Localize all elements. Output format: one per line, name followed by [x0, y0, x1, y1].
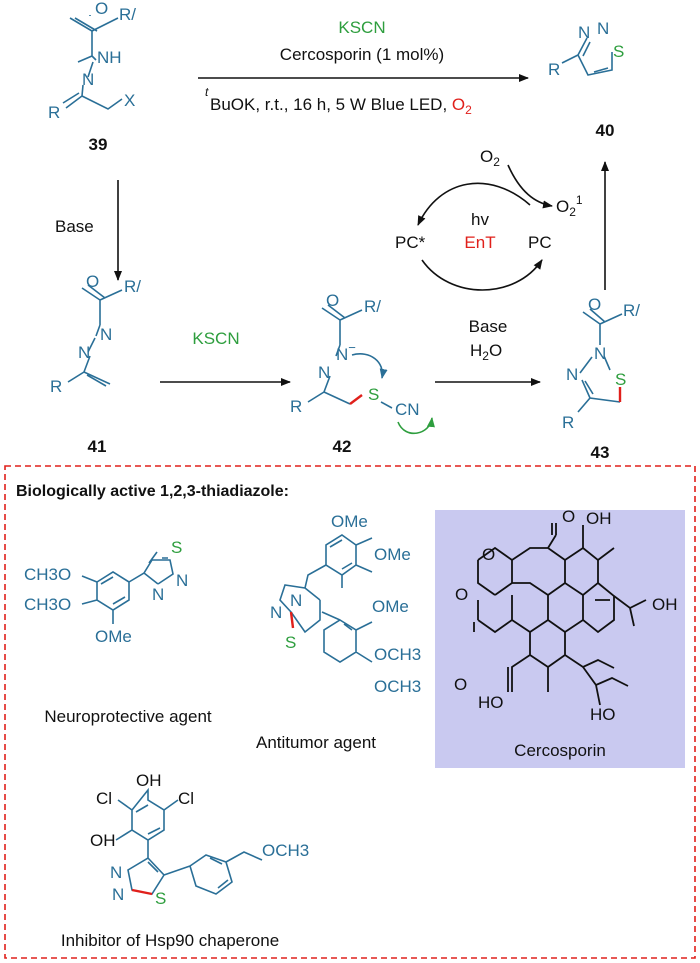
examples-box [4, 465, 696, 959]
hsp90-oh-side: OH [90, 831, 116, 850]
antitumor-och3-b: OCH3 [374, 677, 421, 696]
reagent-kscn-top: KSCN [338, 18, 385, 37]
cercosporin-structure: O OH O O OH O HO HO [454, 507, 678, 724]
hsp90-cl-2: Cl [178, 789, 194, 808]
cercosporin-o-bottom: O [454, 675, 467, 694]
box-title: Biologically active 1,2,3-thiadiazole: [16, 483, 289, 500]
reagent-kscn: KSCN [192, 329, 239, 348]
atom-n2-40: N [597, 19, 609, 38]
atom-n1-hsp90: N [110, 863, 122, 882]
cercosporin-oh-2: OH [652, 595, 678, 614]
cercosporin-panel [435, 510, 685, 768]
compound-label-43: 43 [591, 443, 610, 462]
atom-cn-42: CN [395, 400, 420, 419]
atom-nminus-42: N− [336, 340, 356, 364]
cycle-pc-excited: PC* [395, 233, 426, 252]
atom-rprime-43: R/ [623, 301, 640, 320]
cycle-singlet-o2: O21 [556, 193, 583, 219]
atom-n1-40: N [578, 23, 590, 42]
atom-r-43: R [562, 413, 574, 432]
cercosporin-o-ring-1: O [482, 545, 495, 564]
caption-antitumor: Antitumor agent [256, 733, 376, 752]
atom-r-40: R [548, 60, 560, 79]
cercosporin-ho-1: HO [478, 693, 504, 712]
atom-s-antitumor: S [285, 633, 296, 652]
atom-n2-neuro: N [152, 585, 164, 604]
atom-r-41: R [50, 377, 62, 396]
compound-39-structure: O R/ NH N R X [48, 0, 136, 122]
atom-rprime-41: R/ [124, 277, 141, 296]
atom-r-39: R [48, 103, 60, 122]
atom-s-43: S [615, 370, 626, 389]
base2-label: Base [469, 317, 508, 336]
compound-label-39: 39 [89, 135, 108, 154]
photocatalytic-cycle: O2 O21 hv EnT PC* PC [395, 147, 583, 291]
hsp90-cl-1: Cl [96, 789, 112, 808]
compound-41-structure: O R/ N N R [50, 272, 141, 396]
compound-42-structure: O R/ N− N R S CN [290, 291, 435, 434]
atom-o-42: O [326, 291, 339, 310]
conditions-line2: BuOK, r.t., 16 h, 5 W Blue LED, O2 [210, 95, 472, 117]
cycle-hv-label: hv [471, 210, 489, 229]
antitumor-ome-2: OMe [374, 545, 411, 564]
hsp90-structure: OH Cl Cl OH OCH3 N N S [90, 771, 309, 908]
atom-s-hsp90: S [155, 889, 166, 908]
atom-o-41: O [86, 272, 99, 291]
atom-o-43: O [588, 295, 601, 314]
antitumor-ome-1: OMe [331, 512, 368, 531]
atom-n2-antitumor: N [270, 603, 282, 622]
atom-n2-43: N [566, 365, 578, 384]
atom-rprime-42: R/ [364, 297, 381, 316]
atom-n2-hsp90: N [112, 885, 124, 904]
antitumor-och3-a: OCH3 [374, 645, 421, 664]
cycle-o2-in: O2 [480, 147, 500, 169]
compound-label-41: 41 [88, 437, 107, 456]
atom-rprime-39: R/ [119, 5, 136, 24]
cycle-ent-label: EnT [464, 233, 495, 252]
cercosporin-o-top: O [562, 507, 575, 526]
h2o-label: H2O [470, 341, 502, 363]
atom-n1-43: N [594, 344, 606, 363]
atom-o-39: O [95, 0, 108, 18]
atom-n-42: N [318, 363, 330, 382]
atom-s-neuro: S [171, 538, 182, 557]
cercosporin-oh-1: OH [586, 509, 612, 528]
antitumor-structure: OMe OMe OMe OCH3 OCH3 N N S [270, 512, 421, 696]
conditions-superscript-t: t [205, 85, 209, 99]
cercosporin-ho-2: HO [590, 705, 616, 724]
neuroprotective-structure: S N N CH3O CH3O OMe [24, 538, 188, 646]
caption-hsp90: Inhibitor of Hsp90 chaperone [61, 931, 279, 950]
caption-neuroprotective: Neuroprotective agent [44, 707, 212, 726]
caption-cercosporin: Cercosporin [514, 741, 606, 760]
atom-nh-39: NH [97, 48, 122, 67]
atom-n-39: N [82, 70, 94, 89]
neuro-ome: OMe [95, 627, 132, 646]
base-label: Base [55, 217, 94, 236]
catalyst-label: Cercosporin (1 mol%) [280, 45, 444, 64]
atom-s-40: S [613, 42, 624, 61]
neuro-ch3o-2: CH3O [24, 595, 71, 614]
atom-n1-antitumor: N [290, 591, 302, 610]
compound-43-structure: O R/ N N S R [562, 295, 640, 432]
atom-n1-neuro: N [176, 571, 188, 590]
atom-x-39: X [124, 91, 135, 110]
antitumor-ome-3: OMe [372, 597, 409, 616]
atom-r-42: R [290, 397, 302, 416]
atom-s-42: S [368, 385, 379, 404]
hsp90-oh-top: OH [136, 771, 162, 790]
neuro-ch3o-1: CH3O [24, 565, 71, 584]
hsp90-och3: OCH3 [262, 841, 309, 860]
cercosporin-o-ring-2: O [455, 585, 468, 604]
compound-label-40: 40 [596, 121, 615, 140]
atom-n2-41: N [78, 343, 90, 362]
cycle-pc-ground: PC [528, 233, 552, 252]
compound-40-structure: N N S R [548, 19, 624, 79]
atom-n1-41: N [100, 325, 112, 344]
compound-label-42: 42 [333, 437, 352, 456]
